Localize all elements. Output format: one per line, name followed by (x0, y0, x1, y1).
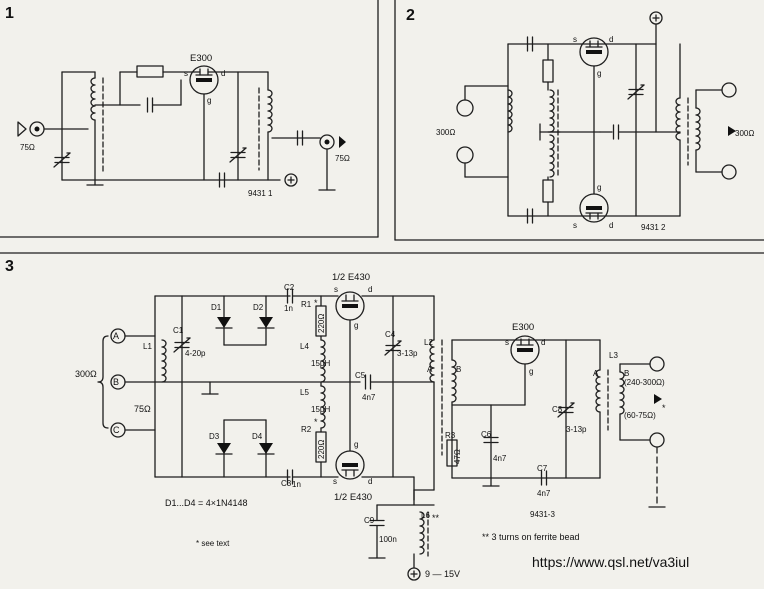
fig2-s2: s (573, 221, 577, 230)
fig3-e300-label: E300 (512, 322, 534, 333)
fig3-l4: L4 (300, 342, 309, 351)
fig3-c6: C6 (481, 430, 492, 439)
fig3-supply: 9 — 15V (425, 569, 460, 579)
fig3-c1: C1 (173, 326, 184, 335)
watermark-url: https://www.qsl.net/va3iul (532, 554, 689, 570)
fig3-imp-300: 300Ω (75, 369, 97, 379)
fig3-c7-val: 4n7 (537, 489, 551, 498)
fig3-c4-val: 3-13p (397, 349, 418, 358)
frame-fig2 (394, 0, 764, 241)
fig3-c4: C4 (385, 330, 396, 339)
fig3-diodes-note: D1...D4 = 4×1N4148 (165, 498, 248, 508)
fig3-g-top: g (354, 321, 358, 330)
fig3-d-bot: d (368, 477, 372, 486)
fig3-c6-val: 4n7 (493, 454, 507, 463)
fig1-d: d (221, 69, 225, 78)
fig3-d2: D2 (253, 303, 264, 312)
fig3-r3-val: 47Ω (453, 449, 462, 464)
fig3-out-240: (240-300Ω) (624, 378, 665, 387)
fig3-r2-val: 220Ω (317, 440, 326, 459)
fig3-c5-val: 4n7 (362, 393, 376, 402)
fig2-number: 2 (406, 7, 415, 24)
fig3-l5-val: 15μH (311, 405, 331, 414)
fig3-g-bot: g (354, 440, 358, 449)
fig2-code: 9431 2 (641, 223, 666, 232)
fig3-c9-val: 100n (379, 535, 397, 544)
fig1-in-imp: 75Ω (20, 143, 35, 152)
fig3-term-a: A (113, 331, 119, 341)
fig2-d2: d (609, 221, 613, 230)
fig3-c9: C9 (364, 516, 375, 525)
fig3-circuit (97, 288, 666, 581)
fig3-s-top: s (334, 285, 338, 294)
fig3-see-text: * see text (196, 539, 230, 548)
fig3-l5: L5 (300, 388, 309, 397)
fig2-d1: d (609, 35, 613, 44)
fig1-g: g (207, 96, 211, 105)
fig3-d-top: d (368, 285, 372, 294)
fig3-r1: R1 (301, 300, 312, 309)
fig3-number: 3 (5, 258, 14, 275)
fig1-code: 9431 1 (248, 189, 273, 198)
fig3-term-c: C (113, 425, 120, 435)
fig3-l3-a: A (593, 369, 599, 378)
fig3-l2: L2 (424, 338, 433, 347)
fig1-s: s (184, 69, 188, 78)
fig3-e430-bot-label: 1/2 E430 (334, 492, 372, 503)
fig3-c7: C7 (537, 464, 548, 473)
fig1-device-label: E300 (190, 53, 212, 64)
frame-fig1 (0, 0, 379, 238)
fig2-s1: s (573, 35, 577, 44)
fig3-g-e: g (529, 367, 533, 376)
fig3-d4: D4 (252, 432, 263, 441)
fig1-number: 1 (5, 5, 14, 22)
fig1-circuit (17, 65, 346, 191)
fig3-term-b: B (113, 377, 119, 387)
fig2-g2: g (597, 183, 601, 192)
fig3-ferrite-note: ** 3 turns on ferrite bead (482, 532, 580, 542)
fig3-l2-a: A (427, 365, 433, 374)
fig3-c1-val: 4-20p (185, 349, 206, 358)
fig1-out-imp: 75Ω (335, 154, 350, 163)
fig2-g1: g (597, 69, 601, 78)
fig3-s-bot: s (333, 477, 337, 486)
fig3-r2: R2 (301, 425, 312, 434)
fig3-c8-val: 3-13p (566, 425, 587, 434)
fig3-d3: D3 (209, 432, 220, 441)
fig3-c2: C2 (284, 283, 295, 292)
fig3-r3: R3 (445, 431, 456, 440)
fig3-l1: L1 (143, 342, 152, 351)
fig3-out-star: * (662, 403, 666, 413)
fig3-imp-75: 75Ω (134, 404, 151, 414)
fig3-l2-b: B (456, 365, 461, 374)
fig3-code: 9431-3 (530, 510, 555, 519)
fig3-e430-top-label: 1/2 E430 (332, 272, 370, 283)
fig3-c8: C8 (552, 405, 563, 414)
fig3-d-e: d (541, 338, 545, 347)
fig3-l3-b: B (624, 369, 629, 378)
fig3-r1-val: 220Ω (317, 314, 326, 333)
fig2-out-imp: 300Ω (735, 129, 754, 138)
fig3-s-e: s (505, 338, 509, 347)
fig3-c2-val: 1n (284, 304, 293, 313)
fig3-l4-val: 15μH (311, 359, 331, 368)
fig3-r1-star: * (314, 298, 318, 308)
fig2-circuit (456, 11, 737, 224)
fig3-l6: L6 (421, 511, 430, 520)
fig3-c5: C5 (355, 371, 366, 380)
fig2-in-imp: 300Ω (436, 128, 455, 137)
fig3-out-60: (60-75Ω) (624, 411, 656, 420)
fig3-l3: L3 (609, 351, 618, 360)
fig3-c3: C3 (281, 479, 292, 488)
fig3-r2-star: * (314, 417, 318, 427)
fig3-c3-val: 1n (292, 480, 301, 489)
fig3-l6-star: ** (432, 513, 440, 523)
fig3-d1: D1 (211, 303, 222, 312)
